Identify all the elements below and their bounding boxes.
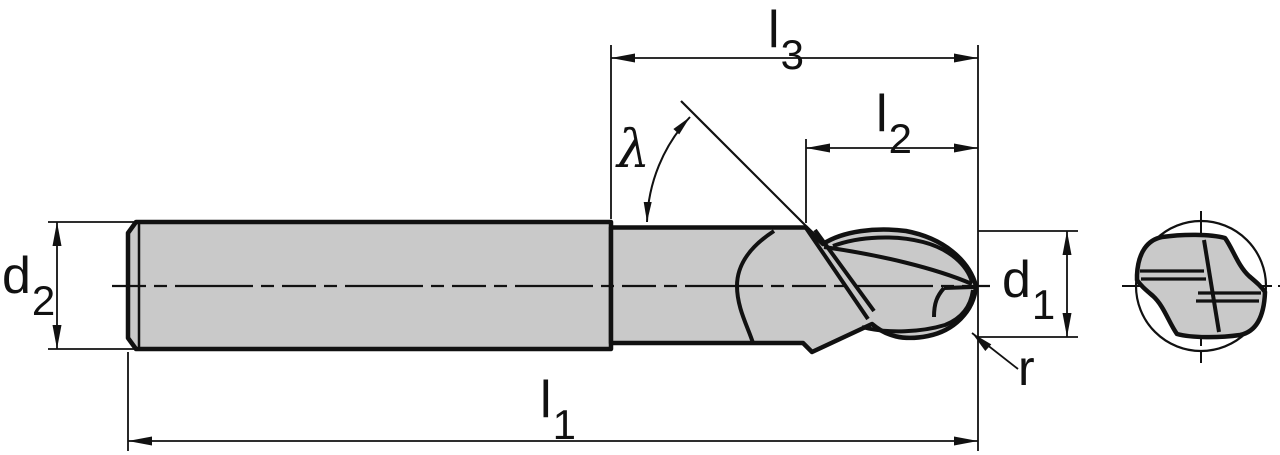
label-flute-length: l2	[876, 85, 912, 160]
label-overall-length-symbol: l	[540, 371, 552, 429]
dimension-l1	[128, 436, 978, 446]
label-helix-angle-symbol: λ	[617, 120, 650, 180]
l1-arrow-left	[128, 436, 152, 446]
helix-flute-edge-outer	[804, 226, 870, 321]
label-flute-length-symbol: l	[876, 85, 888, 143]
label-reach-length-subscript: 3	[780, 31, 804, 79]
end-view-flute-cross-section	[1134, 232, 1268, 340]
radius-leader	[971, 332, 1019, 370]
ball-bottom-inner-land	[861, 289, 975, 334]
l2-arrow-left	[806, 143, 830, 153]
label-corner-radius-symbol: r	[1018, 340, 1035, 396]
helix-arc-arrow-lower	[643, 202, 652, 222]
d1-arrow-top	[1062, 231, 1072, 255]
helix-flute-edge-inner	[813, 228, 876, 313]
end-view	[1122, 211, 1280, 363]
l1-arrow-right	[954, 436, 978, 446]
label-cutting-diameter-symbol: d	[1002, 251, 1031, 309]
dimension-d1	[978, 230, 1078, 338]
ball-top-inner-land	[832, 235, 974, 283]
helix-angle-callout	[643, 100, 808, 228]
label-cutting-diameter-subscript: 1	[1031, 281, 1056, 329]
label-flute-length-subscript: 2	[888, 115, 912, 163]
d1-arrow-bottom	[1062, 313, 1072, 337]
label-shank-diameter: d2	[2, 247, 55, 322]
l2-arrow-right	[954, 143, 978, 153]
dimension-l2	[806, 143, 978, 153]
ball-flute-face-curve	[823, 245, 973, 286]
ball-tip-edge	[943, 285, 975, 290]
cutter-head-outline	[608, 225, 979, 355]
label-overall-length-subscript: 1	[552, 401, 576, 449]
helix-angle-reference-line	[680, 100, 808, 228]
end-view-cutting-edge-diagonal	[1202, 239, 1221, 333]
dimensions	[48, 45, 1078, 451]
label-cutting-diameter: d1	[1002, 251, 1055, 326]
end-view-flute-face-lines	[1140, 269, 1261, 303]
label-corner-radius: r	[1018, 343, 1035, 393]
helix-arc-arrow-upper	[673, 117, 690, 135]
helix-angle-arc	[646, 116, 691, 223]
dimension-l3	[611, 53, 978, 63]
label-reach-length: l3	[768, 1, 804, 76]
ball-tip-gash	[932, 286, 946, 318]
l3-arrow-left	[611, 53, 635, 63]
label-helix-angle: λ	[617, 124, 650, 176]
label-shank-diameter-symbol: d	[2, 247, 31, 305]
d2-arrow-top	[52, 222, 62, 246]
d2-arrow-bottom	[52, 325, 62, 349]
r-arrow	[972, 333, 992, 351]
l3-arrow-right	[954, 53, 978, 63]
label-reach-length-symbol: l	[768, 1, 780, 59]
label-overall-length: l1	[540, 371, 576, 446]
dimension-d2	[48, 221, 134, 350]
label-shank-diameter-subscript: 2	[31, 277, 56, 325]
